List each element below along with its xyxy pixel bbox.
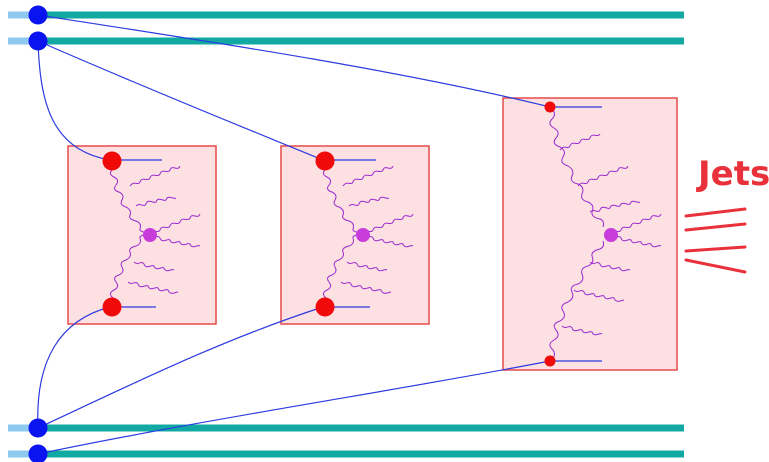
jets-label: Jets [698, 154, 769, 194]
interaction-blob-2 [356, 228, 370, 242]
proton-node-2 [28, 31, 48, 51]
proton-node-3 [28, 418, 48, 438]
parton-line-bottom-to-box3 [37, 360, 551, 455]
jet-ray-3 [684, 245, 747, 253]
proton-nodes [28, 5, 48, 462]
vertex-2a [315, 151, 335, 171]
vertex-1a [102, 151, 122, 171]
interaction-blob-1 [143, 228, 157, 242]
vertex-3a [544, 101, 556, 113]
parton-line-bottom-to-box2 [37, 306, 324, 429]
jet-ray-2 [684, 222, 747, 232]
proton-node-1 [28, 5, 48, 25]
gluon-shower-1 [109, 161, 201, 306]
parton-lines [37, 14, 602, 455]
beam-lines [8, 11, 684, 458]
vertex-1b [102, 297, 122, 317]
parton-line-top-to-box1 [37, 40, 111, 161]
vertex-3b [544, 355, 556, 367]
parton-line-top-to-box3 [37, 14, 551, 108]
interaction-blob-3 [604, 228, 618, 242]
interaction-boxes [67, 97, 678, 371]
proton-node-4 [28, 444, 48, 462]
vertex-2b [315, 297, 335, 317]
gluon-shower-2 [322, 161, 414, 306]
jet-rays [684, 207, 747, 274]
interaction-blobs [143, 228, 618, 242]
parton-line-bottom-to-box1 [37, 306, 111, 429]
parton-line-top-to-box2 [37, 40, 324, 161]
jet-ray-1 [684, 207, 747, 218]
jet-ray-4 [684, 258, 747, 274]
parton-vertices [102, 101, 556, 367]
interaction-box-3 [502, 97, 678, 371]
gluon-shower-3 [549, 108, 662, 360]
